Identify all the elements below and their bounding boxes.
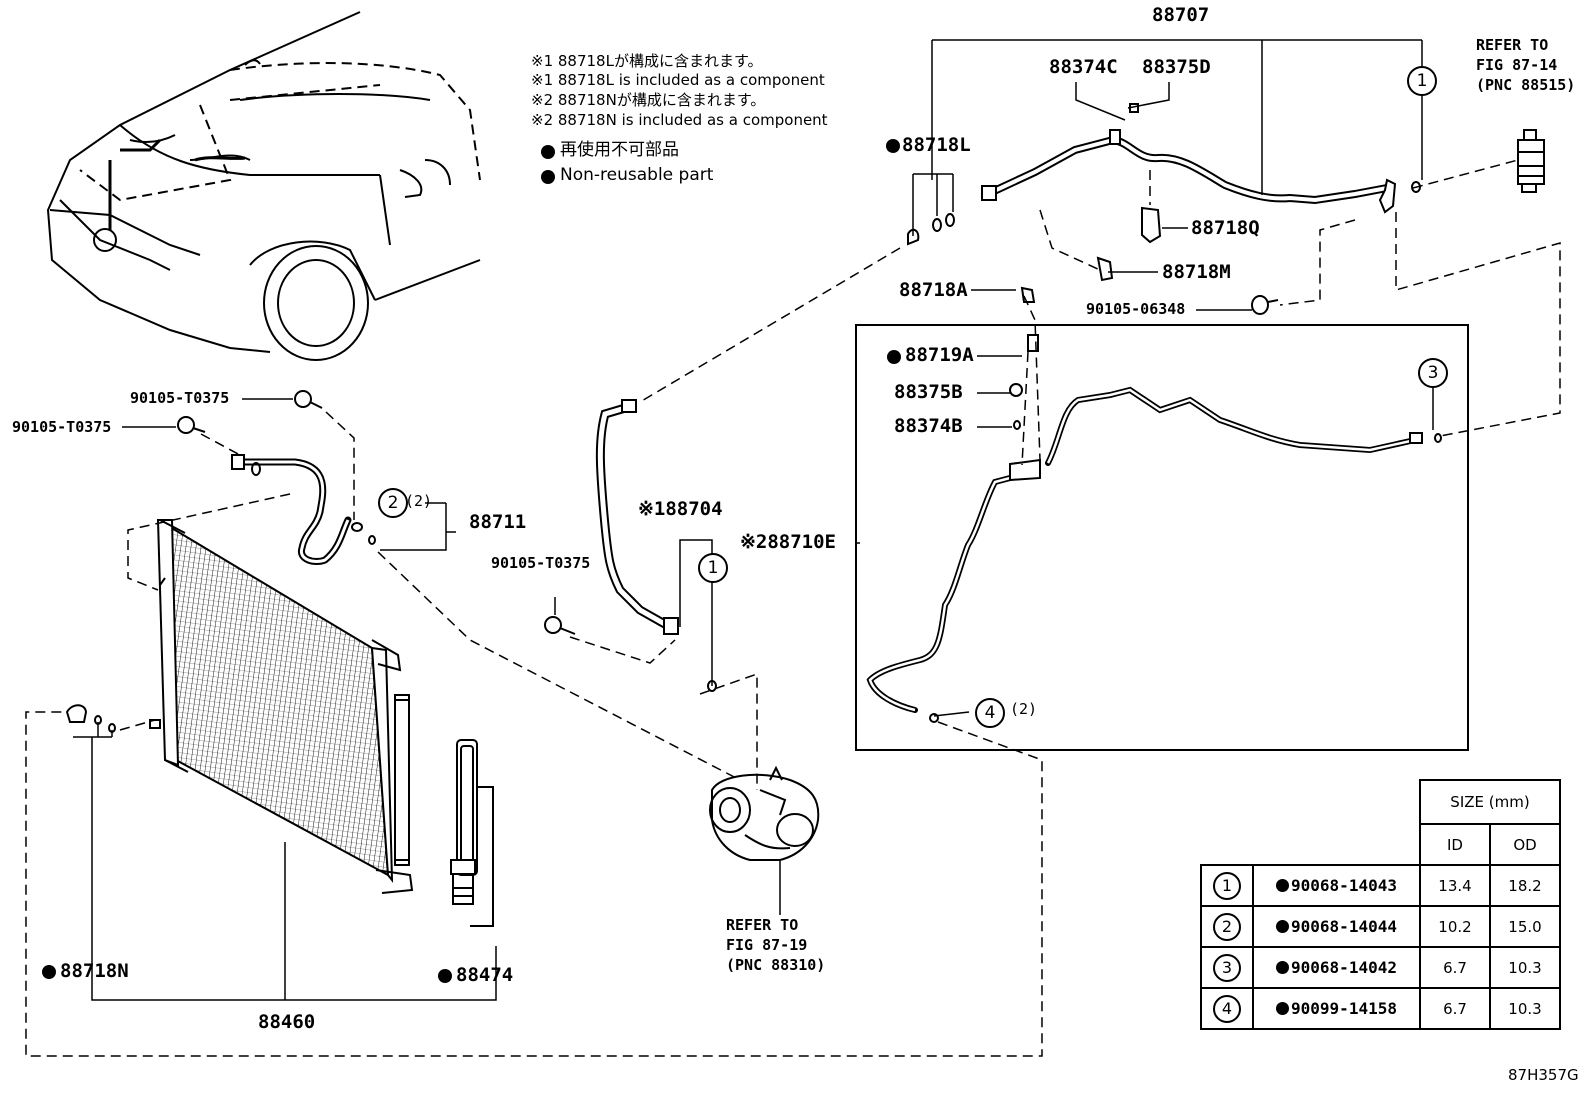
bolts	[177, 390, 576, 635]
suction-hose	[595, 399, 717, 692]
note-line-1: ※1 88718Lが構成に含まれます。	[531, 52, 763, 70]
label-88704: ※188704	[638, 498, 723, 520]
label-88718a: 88718A	[899, 279, 968, 301]
row-number: 3	[1213, 953, 1241, 982]
compressor	[709, 765, 820, 861]
oring-size-table: SIZE (mm) ID OD 1 90068-14043 13.4 18.2 …	[1200, 779, 1561, 1030]
label-88707: 88707	[1152, 4, 1210, 26]
table-row: 1 90068-14043 13.4 18.2	[1200, 864, 1561, 907]
row-number: 4	[1213, 994, 1241, 1023]
leader-lines	[73, 39, 1434, 1001]
lower-pipe	[866, 334, 1442, 723]
label-90105-06348: 90105-06348	[1086, 300, 1186, 318]
discharge-hose	[231, 454, 376, 565]
row-part-number: 90099-14158	[1291, 999, 1397, 1018]
row-id: 6.7	[1419, 987, 1491, 1030]
label-88718q: 88718Q	[1191, 217, 1260, 239]
label-88718l: 88718L	[902, 134, 971, 156]
condenser-core	[149, 519, 414, 894]
row-part-number: 90068-14043	[1291, 876, 1397, 895]
label-88710e: ※288710E	[740, 531, 836, 553]
label-88374c: 88374C	[1049, 56, 1118, 78]
pipe-clips	[1020, 206, 1279, 315]
label-88374b: 88374B	[894, 415, 963, 437]
label-88718m: 88718M	[1162, 261, 1231, 283]
table-row: 3 90068-14042 6.7 10.3	[1200, 946, 1561, 989]
row-od: 10.3	[1489, 946, 1561, 989]
callout-1-top: 1	[1407, 66, 1437, 96]
refer-fig-87-14-line2: FIG 87-14	[1476, 56, 1558, 74]
label-88718n: 88718N	[60, 960, 129, 982]
callout-4: 4	[975, 698, 1005, 728]
callout-3: 3	[1418, 358, 1448, 388]
row-id: 10.2	[1419, 905, 1491, 948]
legend-nonreusable-en: Non-reusable part	[560, 165, 714, 185]
non-reusable-dot	[1276, 879, 1290, 892]
table-row: 4 90099-14158 6.7 10.3	[1200, 987, 1561, 1030]
label-90105-t0375-left: 90105-T0375	[12, 418, 112, 436]
receiver-parts	[450, 739, 494, 927]
table-row: 2 90068-14044 10.2 15.0	[1200, 905, 1561, 948]
o-rings-top	[907, 213, 955, 246]
row-id: 13.4	[1419, 864, 1491, 907]
row-part-number: 90068-14042	[1291, 958, 1397, 977]
label-88375b: 88375B	[894, 381, 963, 403]
non-reusable-bullets	[42, 139, 901, 983]
non-reusable-dot	[1276, 920, 1290, 933]
label-88719a: 88719A	[905, 344, 974, 366]
row-number: 1	[1213, 871, 1241, 900]
refer-fig-87-19-line3: (PNC 88310)	[726, 956, 826, 974]
legend-nonreusable-jp: 再使用不可部品	[560, 140, 679, 160]
label-90105-t0375-top: 90105-T0375	[130, 389, 230, 407]
row-id: 6.7	[1419, 946, 1491, 989]
upper-pipe	[981, 103, 1421, 214]
figure-id: 87H357G	[1508, 1066, 1579, 1084]
label-88474: 88474	[456, 964, 514, 986]
pipe-assembly-box	[855, 324, 1469, 751]
car-illustration	[46, 11, 481, 361]
label-88711: 88711	[469, 511, 527, 533]
note-line-4: ※2 88718N is included as a component	[531, 111, 828, 129]
row-od: 18.2	[1489, 864, 1561, 907]
row-part-number: 90068-14044	[1291, 917, 1397, 936]
callout-2: 2	[378, 488, 408, 518]
non-reusable-dot	[1276, 961, 1290, 974]
refer-fig-87-14-line1: REFER TO	[1476, 36, 1549, 54]
o-rings-left	[65, 704, 116, 733]
col-id-header: ID	[1419, 823, 1491, 866]
row-od: 15.0	[1489, 905, 1561, 948]
non-reusable-dot	[1276, 1002, 1290, 1015]
callout-1-mid: 1	[698, 553, 728, 583]
label-90105-t0375-mid: 90105-T0375	[491, 554, 591, 572]
quantity-oring-4: (2)	[1010, 700, 1038, 718]
label-88460: 88460	[258, 1011, 316, 1033]
dashed-lines	[25, 159, 1561, 1057]
note-line-3: ※2 88718Nが構成に含まれます。	[531, 91, 766, 109]
row-number: 2	[1213, 912, 1241, 941]
quantity-88711: (2)	[405, 492, 433, 510]
col-od-header: OD	[1489, 823, 1561, 866]
label-88375d: 88375D	[1142, 56, 1211, 78]
refer-fig-87-19-line1: REFER TO	[726, 916, 799, 934]
refer-fig-87-14-line3: (PNC 88515)	[1476, 76, 1576, 94]
expansion-valve	[1517, 129, 1545, 193]
size-header: SIZE (mm)	[1419, 779, 1561, 825]
row-od: 10.3	[1489, 987, 1561, 1030]
note-line-2: ※1 88718L is included as a component	[531, 71, 825, 89]
refer-fig-87-19-line2: FIG 87-19	[726, 936, 808, 954]
